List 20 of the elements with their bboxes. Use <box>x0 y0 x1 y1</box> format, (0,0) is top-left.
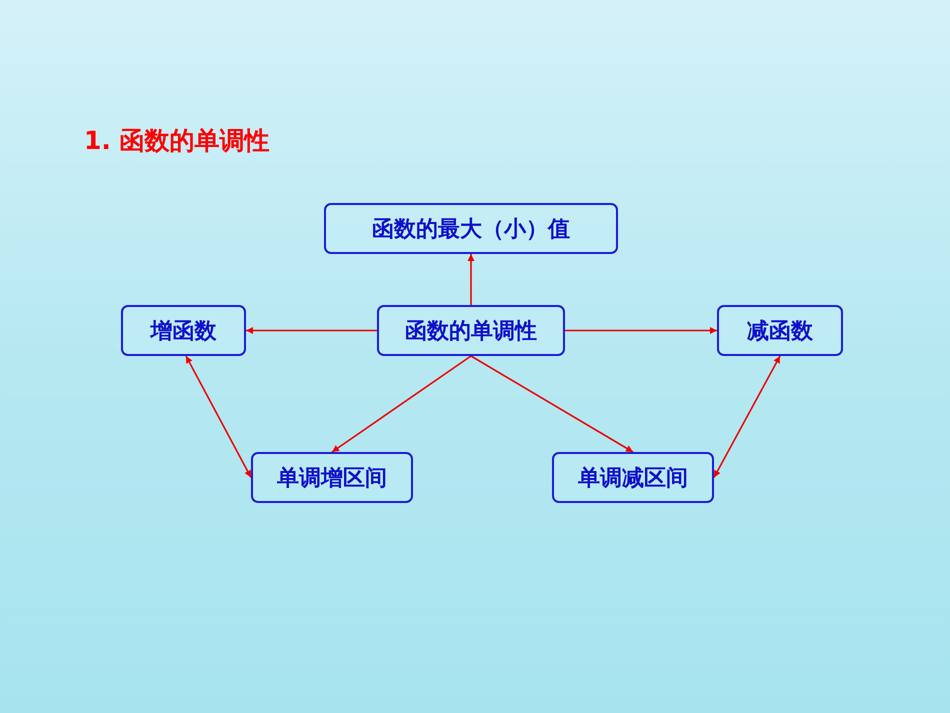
concept-box <box>121 305 246 356</box>
box-label: 单调减区间 <box>578 464 688 492</box>
box-label: 增函数 <box>150 318 216 346</box>
arrow <box>246 327 377 334</box>
arrow <box>185 356 252 478</box>
box-label: 函数的最大（小）值 <box>372 216 570 244</box>
arrow <box>470 355 634 453</box>
title: 1. 函数的单调性 <box>84 125 270 157</box>
box-label: 减函数 <box>747 318 813 346</box>
arrow <box>713 356 781 478</box>
arrow <box>468 254 474 305</box>
box-label: 单调增区间 <box>277 464 387 492</box>
concept-box <box>717 305 843 356</box>
concept-box <box>251 452 413 503</box>
arrow <box>332 355 472 453</box>
concept-box <box>377 305 565 356</box>
box-label: 函数的单调性 <box>405 318 537 346</box>
concept-box <box>552 452 714 503</box>
concept-box <box>324 203 618 254</box>
arrow <box>565 327 717 334</box>
